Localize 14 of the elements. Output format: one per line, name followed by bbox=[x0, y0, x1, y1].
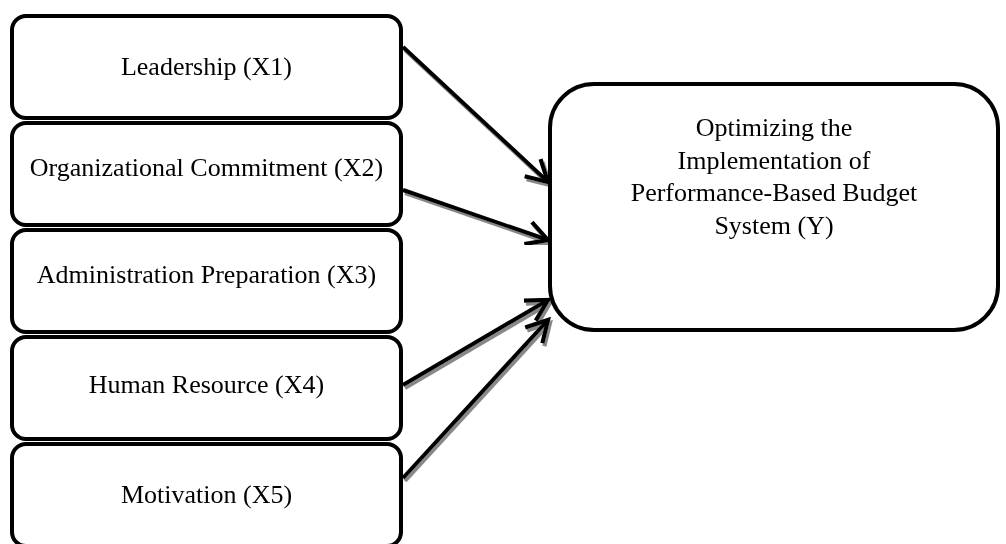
box-label: Optimizing the Implementation of Performance-Based Budget System (Y) bbox=[629, 112, 919, 242]
factor-box bbox=[10, 335, 403, 441]
arrow bbox=[401, 317, 551, 480]
box-label: Human Resource (X4) bbox=[88, 368, 325, 401]
arrow bbox=[402, 297, 551, 387]
box-label: Administration Preparation (X3) bbox=[36, 258, 377, 291]
box-label: Organizational Commitment (X2) bbox=[29, 151, 384, 184]
box-label: Leadership (X1) bbox=[120, 50, 293, 83]
factor-box bbox=[10, 121, 403, 227]
factor-box bbox=[10, 442, 403, 544]
factor-box bbox=[10, 14, 403, 120]
outcome-box bbox=[548, 82, 1000, 332]
box-label: Motivation (X5) bbox=[120, 478, 293, 511]
factor-box bbox=[10, 228, 403, 334]
